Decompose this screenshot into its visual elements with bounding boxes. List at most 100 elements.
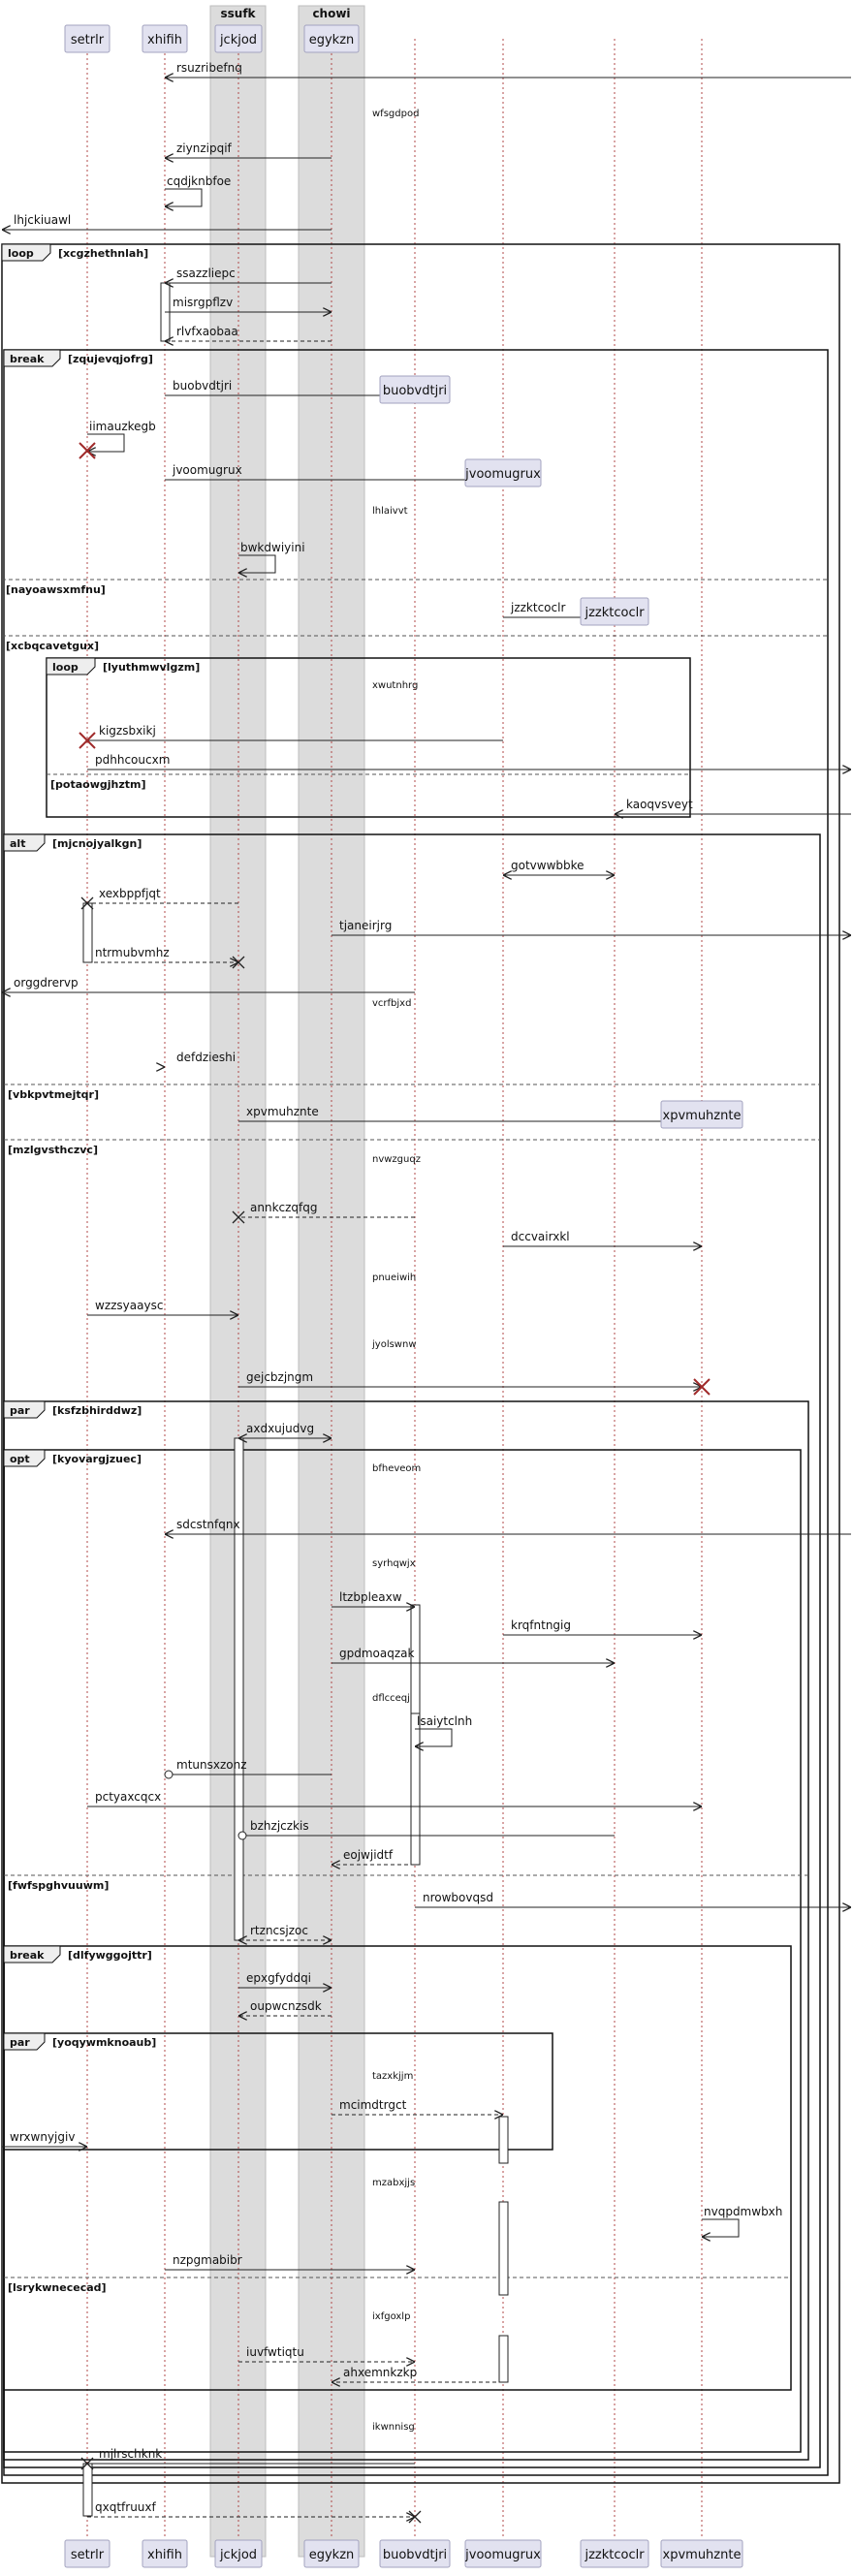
participant-box-jzzktcoclr[interactable] xyxy=(580,2539,649,2568)
participant-box-egykzn[interactable] xyxy=(303,24,360,53)
participant-box-xhifih[interactable] xyxy=(142,24,188,53)
participant-xhifih[interactable]: xhifih xyxy=(142,2539,188,2568)
message: bzhzjczkis xyxy=(237,1819,615,1840)
lost-message-circle xyxy=(237,1831,247,1840)
note-text: xwutnhrg xyxy=(372,680,418,691)
destroy-marker xyxy=(232,1210,245,1224)
fragment-guard: [yoqywmknoaub] xyxy=(52,2036,156,2049)
participant-xpvmuhznte[interactable]: xpvmuhznte xyxy=(660,1100,743,1129)
message: mjlrschknk xyxy=(80,2447,415,2470)
destroy-marker xyxy=(80,896,94,910)
message-label: lsaiytclnh xyxy=(417,1714,472,1728)
fragment-guard: [dlfywggojttr] xyxy=(68,1949,152,1962)
note-text: ixfgoxlp xyxy=(372,2311,410,2322)
message-arrow xyxy=(165,188,203,206)
fragment-tab xyxy=(3,833,46,852)
participant-box-egykzn[interactable] xyxy=(303,2539,360,2568)
message: gotvwwbbke xyxy=(503,859,615,875)
fragment-guard: [zqujevqjofrg] xyxy=(68,353,153,365)
participant-box-jvoomugrux[interactable] xyxy=(464,2539,542,2568)
participant-jzzktcoclr[interactable]: jzzktcoclr xyxy=(580,2539,649,2568)
participant-label: xhifih xyxy=(147,2548,182,2562)
fragment-loop: loop[lyuthmwvlgzm] xyxy=(46,657,691,818)
participant-box-buobvdtjri[interactable] xyxy=(379,375,451,404)
fragment-keyword: loop xyxy=(8,247,34,260)
fragment-tab xyxy=(3,349,61,367)
participant-setrlr[interactable]: setrlr xyxy=(64,24,111,53)
participant-buobvdtjri[interactable]: buobvdtjri xyxy=(379,2539,451,2568)
message: rsuzribefnq xyxy=(165,61,851,78)
participant-jckjod[interactable]: jckjod xyxy=(214,24,263,53)
message-label: bwkdwiyini xyxy=(240,541,305,554)
participant-egykzn[interactable]: egykzn xyxy=(303,2539,360,2568)
participant-setrlr[interactable]: setrlr xyxy=(64,2539,111,2568)
participant-box-setrlr[interactable] xyxy=(64,2539,111,2568)
message: epxgfyddqi xyxy=(238,1971,332,1988)
note-text: ikwnnisg xyxy=(372,2422,415,2433)
participant-label: buobvdtjri xyxy=(383,2548,447,2562)
participant-box-jckjod[interactable] xyxy=(214,2539,263,2568)
participant-box-xpvmuhznte[interactable] xyxy=(660,1100,743,1129)
participant-jvoomugrux[interactable]: jvoomugrux xyxy=(464,458,542,487)
message-label: mcimdtrgct xyxy=(339,2098,407,2112)
message-label: orggdrervp xyxy=(14,976,79,990)
message: iuvfwtiqtu xyxy=(238,2345,415,2362)
message: mtunsxzonz xyxy=(164,1758,332,1779)
participant-box-jckjod[interactable] xyxy=(214,24,263,53)
participant-jckjod[interactable]: jckjod xyxy=(214,2539,263,2568)
message: wzzsyaaysc xyxy=(87,1299,238,1315)
message-label: iuvfwtiqtu xyxy=(246,2345,304,2359)
message: tjaneirjrg xyxy=(332,919,851,935)
fragment-guard: [potaowgjhztm] xyxy=(50,778,145,791)
message-label: krqfntngig xyxy=(511,1618,571,1632)
participant-box-jvoomugrux[interactable] xyxy=(464,458,542,487)
message-label: nvqpdmwbxh xyxy=(704,2205,782,2218)
lost-message-circle xyxy=(164,1770,174,1779)
participant-box-setrlr[interactable] xyxy=(64,24,111,53)
fragment-guard: [mzlgvsthczvc] xyxy=(8,1144,98,1156)
participant-box-jzzktcoclr[interactable] xyxy=(580,597,649,626)
participant-label: jzzktcoclr xyxy=(584,2548,645,2562)
message: kaoqvsveyt xyxy=(615,798,851,814)
message-label: tjaneirjrg xyxy=(339,919,392,932)
participant-box-xpvmuhznte[interactable] xyxy=(660,2539,743,2568)
message-arrow xyxy=(415,1728,453,1746)
participant-label: jvoomugrux xyxy=(464,467,541,482)
message-arrow xyxy=(238,554,276,573)
participant-jvoomugrux[interactable]: jvoomugrux xyxy=(464,2539,542,2568)
activation-bar xyxy=(498,2335,509,2383)
lifeline-destroy-icon xyxy=(79,442,96,459)
participant-egykzn[interactable]: egykzn xyxy=(303,24,360,53)
message-label: rtzncsjzoc xyxy=(250,1924,308,1937)
message: eojwjidtf xyxy=(332,1848,415,1865)
fragment-loop: loop[xcgzhethnlah] xyxy=(1,243,840,2484)
participant-xpvmuhznte[interactable]: xpvmuhznte xyxy=(660,2539,743,2568)
participant-jzzktcoclr[interactable]: jzzktcoclr xyxy=(580,597,649,626)
note-text: mzabxjjs xyxy=(372,2178,415,2188)
participant-box-buobvdtjri[interactable] xyxy=(379,2539,451,2568)
message-label: lhjckiuawl xyxy=(14,213,71,227)
message: pctyaxcqcx xyxy=(87,1790,702,1806)
message: axdxujudvg xyxy=(238,1422,332,1438)
participant-buobvdtjri[interactable]: buobvdtjri xyxy=(379,375,451,404)
message-label: nrowbovqsd xyxy=(423,1891,493,1904)
fragment-guard: [xcbqcavetgux] xyxy=(6,640,99,652)
message: oupwcnzsdk xyxy=(238,1999,332,2016)
message-label: wzzsyaaysc xyxy=(95,1299,163,1312)
note-text: bfheveom xyxy=(372,1463,421,1474)
fragment-operand: [xcbqcavetgux] xyxy=(2,635,828,652)
participant-box-title: ssufk xyxy=(220,7,256,20)
fragment-guard: [ksfzbhirddwz] xyxy=(52,1404,142,1417)
message-label: ahxemnkzkp xyxy=(343,2366,417,2379)
fragment-frame xyxy=(3,2032,553,2151)
fragment-keyword: break xyxy=(10,1949,45,1962)
fragment-operand: [lsrykwnececad] xyxy=(4,2277,791,2294)
participant-label: jzzktcoclr xyxy=(584,606,645,620)
participant-xhifih[interactable]: xhifih xyxy=(142,24,188,53)
fragment-guard: [vbkpvtmejtqr] xyxy=(8,1088,99,1101)
message-label: sdcstnfqnx xyxy=(176,1518,240,1531)
fragment-guard: [lyuthmwvlgzm] xyxy=(103,661,200,674)
fragment-guard: [kyovargjzuec] xyxy=(52,1453,142,1465)
participant-box-xhifih[interactable] xyxy=(142,2539,188,2568)
message: ahxemnkzkp xyxy=(332,2366,503,2382)
